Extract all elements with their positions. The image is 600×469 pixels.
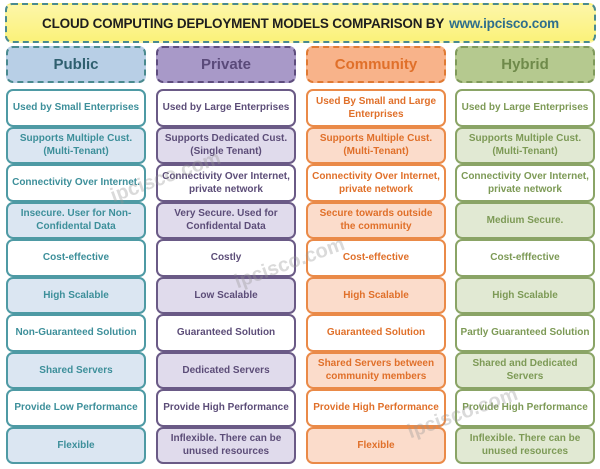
table-cell: Used by Large Enterprises — [156, 89, 296, 127]
table-cell: Used by Large Enterprises — [455, 89, 595, 127]
table-cell: Secure towards outside the community — [306, 201, 446, 239]
table-cell: Used by Small Enterprises — [6, 89, 146, 127]
table-cell: Guaranteed Solution — [156, 314, 296, 352]
title-text: CLOUD COMPUTING DEPLOYMENT MODELS COMPAR… — [42, 15, 445, 31]
table-cell: Connectivity Over Internet, private netw… — [306, 164, 446, 202]
table-cell: Flexible — [6, 426, 146, 464]
table-cell: Non-Guaranteed Solution — [6, 314, 146, 352]
table-cell: Supports Multiple Cust. (Multi-Tenant) — [6, 126, 146, 164]
table-cell: High Scalable — [455, 276, 595, 314]
table-cell: Supports Multiple Cust. (Multi-Tenant) — [306, 126, 446, 164]
table-cell: Supports Multiple Cust. (Multi-Tenant) — [455, 126, 595, 164]
table-cell: Connectivity Over Internet. — [6, 164, 146, 202]
table-cell: Shared Servers between community members — [306, 351, 446, 389]
table-cell: High Scalable — [306, 276, 446, 314]
table-cell: Used By Small and Large Enterprises — [306, 89, 446, 127]
table-cell: Provide High Performance — [156, 389, 296, 427]
table-cell: Low Scalable — [156, 276, 296, 314]
table-cell: Cost-effective — [6, 239, 146, 277]
table-cell: Provide High Performance — [306, 389, 446, 427]
table-cell: Provide High Performance — [455, 389, 595, 427]
column-header-public: Public — [6, 46, 146, 83]
diagram-title: CLOUD COMPUTING DEPLOYMENT MODELS COMPAR… — [5, 3, 596, 43]
table-cell: Dedicated Servers — [156, 351, 296, 389]
table-cell: Connectivity Over Internet, private netw… — [156, 164, 296, 202]
table-cell: Guaranteed Solution — [306, 314, 446, 352]
table-cell: Partly Guaranteed Solution — [455, 314, 595, 352]
table-cell: Cost-efffective — [455, 239, 595, 277]
table-cell: Insecure. User for Non-Confidental Data — [6, 201, 146, 239]
table-cell: Inflexible. There can be unused resource… — [156, 426, 296, 464]
table-cell: High Scalable — [6, 276, 146, 314]
table-cell: Medium Secure. — [455, 201, 595, 239]
column-header-private: Private — [156, 46, 296, 83]
title-site-link: www.ipcisco.com — [449, 15, 559, 31]
column-header-hybrid: Hybrid — [455, 46, 595, 83]
table-cell: Connectivity Over Internet, private netw… — [455, 164, 595, 202]
table-cell: Very Secure. Used for Confidental Data — [156, 201, 296, 239]
table-cell: Supports Dedicated Cust. (Single Tenant) — [156, 126, 296, 164]
table-cell: Cost-effective — [306, 239, 446, 277]
table-cell: Shared Servers — [6, 351, 146, 389]
column-header-community: Community — [306, 46, 446, 83]
table-cell: Costly — [156, 239, 296, 277]
table-cell: Inflexible. There can be unused resource… — [455, 426, 595, 464]
table-cell: Provide Low Performance — [6, 389, 146, 427]
table-cell: Shared and Dedicated Servers — [455, 351, 595, 389]
table-cell: Flexible — [306, 426, 446, 464]
